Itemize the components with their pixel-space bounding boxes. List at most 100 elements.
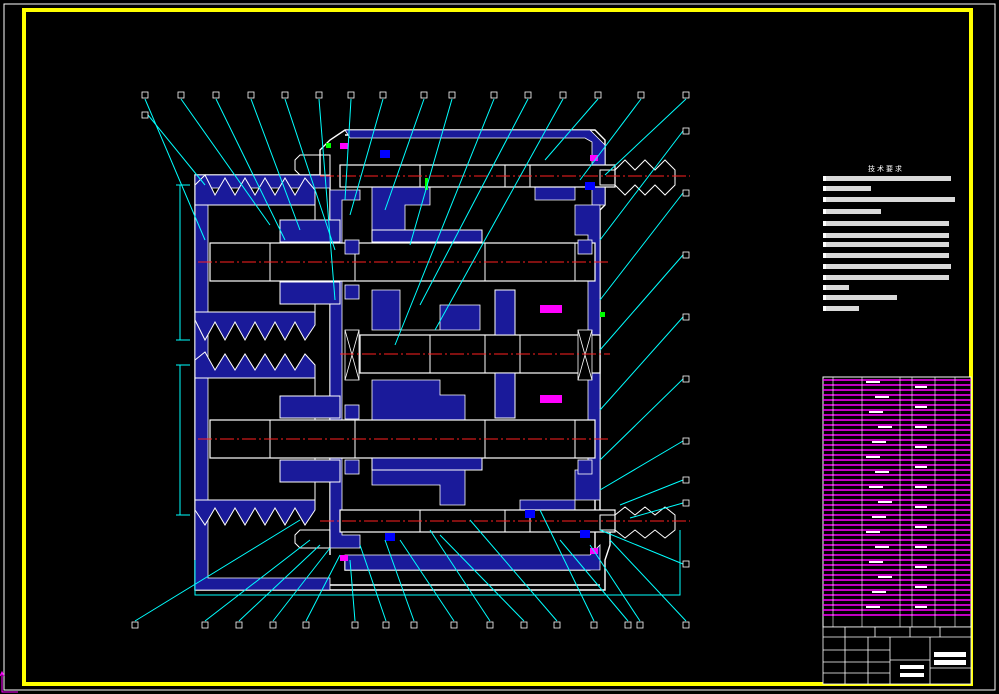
leader-bottom-5 <box>305 554 341 622</box>
balloon-right-9 <box>682 560 690 568</box>
technical-notes: 技术要求 <box>823 164 955 311</box>
parts-cell-10 <box>878 426 892 428</box>
balloon-bottom-8 <box>410 621 418 629</box>
balloon-right-4 <box>682 313 690 321</box>
balloon-bottom-12 <box>553 621 561 629</box>
leader-bottom-14 <box>559 539 629 622</box>
leader-top-13 <box>434 98 564 331</box>
leader-top-12 <box>419 98 529 306</box>
balloon-top-12 <box>524 91 532 99</box>
fittings <box>380 150 595 541</box>
balloon-bottom-11 <box>520 621 528 629</box>
parts-cell-1 <box>866 381 880 383</box>
leader-bottom-16 <box>609 539 687 622</box>
leader-right-9 <box>599 529 684 565</box>
parts-cell-b-10 <box>915 426 927 428</box>
gear-8 <box>371 457 483 471</box>
note-line-3 <box>823 197 955 202</box>
centerlines <box>198 175 690 522</box>
leader-top-3 <box>215 98 286 241</box>
parts-cell-19 <box>875 471 889 473</box>
leader-right-3 <box>599 254 684 351</box>
upper-pulley <box>194 174 316 342</box>
balloon-right-5 <box>682 375 690 383</box>
note-bullet-4 <box>823 209 826 214</box>
leader-top-14 <box>544 98 599 161</box>
balloon-bottom-2 <box>201 621 209 629</box>
note-bullet-10 <box>823 275 826 280</box>
leader-right-2 <box>599 192 684 301</box>
balloon-top-8 <box>379 91 387 99</box>
parts-cell-31 <box>866 531 880 533</box>
leader-top-extra <box>147 114 206 186</box>
bearings <box>344 239 593 475</box>
parts-list-rows <box>823 379 971 616</box>
parts-cell-b-46 <box>915 606 927 608</box>
parts-cell-b-26 <box>915 506 927 508</box>
balloon-bottom-6 <box>351 621 359 629</box>
note-line-4 <box>823 209 881 214</box>
parts-cell-b-6 <box>915 406 927 408</box>
parts-cell-b-22 <box>915 486 927 488</box>
note-line-6 <box>823 233 949 238</box>
balloon-top-5 <box>281 91 289 99</box>
part-balloons <box>131 91 690 629</box>
parts-cell-40 <box>878 576 892 578</box>
balloon-top-15 <box>637 91 645 99</box>
leader-bottom-11 <box>439 534 525 622</box>
leader-bottom-4 <box>272 547 331 622</box>
balloon-right-8 <box>682 499 690 507</box>
parts-list <box>822 376 972 628</box>
balloon-right-7 <box>682 476 690 484</box>
leader-bottom-6 <box>349 559 356 622</box>
parts-cell-46 <box>866 606 880 608</box>
leader-top-9 <box>384 98 425 211</box>
parts-cell-13 <box>872 441 886 443</box>
gear-5 <box>494 289 516 336</box>
leader-top-16 <box>604 98 687 176</box>
gear-2 <box>279 281 341 305</box>
gear-7 <box>371 229 483 243</box>
title-block <box>822 626 972 685</box>
note-line-8 <box>823 253 949 258</box>
balloon-right-2 <box>682 189 690 197</box>
balloon-top-9 <box>420 91 428 99</box>
balloon-top-4 <box>247 91 255 99</box>
note-bullet-13 <box>823 306 826 311</box>
leader-bottom-10 <box>429 529 491 622</box>
note-bullet-8 <box>823 253 826 258</box>
note-line-5 <box>823 221 949 226</box>
leader-top-6 <box>318 98 336 301</box>
gear-4 <box>279 459 341 483</box>
leader-right-7 <box>619 479 684 506</box>
gear-3 <box>279 395 341 419</box>
parts-cell-b-14 <box>915 446 927 448</box>
balloon-bottom-4 <box>269 621 277 629</box>
balloon-top-extra <box>141 111 149 119</box>
leader-top-2 <box>180 98 271 226</box>
leader-top-7 <box>344 98 352 201</box>
gears <box>279 219 516 483</box>
note-line-9 <box>823 264 951 269</box>
note-line-1 <box>823 176 951 181</box>
balloon-bottom-7 <box>382 621 390 629</box>
note-bullet-2 <box>823 186 826 191</box>
balloon-top-11 <box>490 91 498 99</box>
parts-cell-7 <box>869 411 883 413</box>
end-nut-top <box>599 159 676 196</box>
parts-cell-37 <box>869 561 883 563</box>
leader-top-1 <box>144 98 206 241</box>
leader-right-6 <box>599 440 684 491</box>
leader-top-11 <box>394 98 495 346</box>
parts-cell-b-30 <box>915 526 927 528</box>
balloon-top-1 <box>141 91 149 99</box>
balloon-bottom-1 <box>131 621 139 629</box>
leader-right-4 <box>599 316 684 411</box>
end-nut-bottom <box>599 506 676 539</box>
balloon-top-7 <box>347 91 355 99</box>
balloon-right-3 <box>682 251 690 259</box>
leader-bottom-3 <box>238 544 321 622</box>
parts-cell-b-38 <box>915 566 927 568</box>
leader-bottom-7 <box>359 544 387 622</box>
